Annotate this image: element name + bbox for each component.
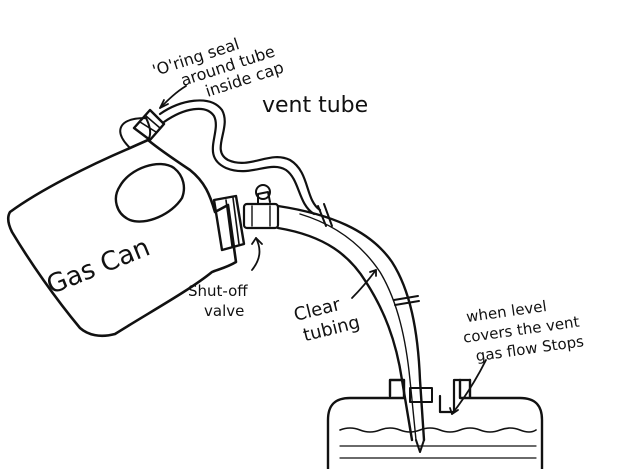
tube-tip [415, 439, 425, 453]
level-label: when level covers the vent gas flow Stop… [462, 297, 585, 365]
level-leader [451, 359, 487, 415]
clear-tube-top-edge [276, 204, 426, 442]
shutoff-arrowhead [251, 237, 263, 245]
shutoff-label-line1: Shut-off [188, 282, 248, 300]
gas-can-handle-hole [114, 162, 186, 223]
gas-can [6, 108, 246, 338]
vent-tube-label: vent tube [262, 93, 368, 118]
clear-tubing-leader [351, 269, 377, 299]
valve-body [242, 202, 280, 230]
receiving-tank [326, 378, 544, 469]
vent-tube-inner [162, 107, 316, 216]
tank-fuel-lines [339, 445, 537, 459]
valve-knob [255, 184, 271, 200]
vent-tube-outer [158, 99, 322, 212]
shutoff-leader [251, 237, 261, 271]
oring-leader [159, 85, 187, 109]
gas-can-spout [212, 194, 246, 252]
cap-ridges [139, 115, 161, 133]
tank-outline [326, 378, 544, 469]
vent-tube [158, 99, 322, 216]
tube-bottom-fitting [409, 387, 433, 403]
gas-can-label: Gas Can [42, 232, 154, 300]
clear-tube-vent-line [299, 213, 417, 441]
tube-clamp-2 [393, 295, 420, 306]
spout-ridges [225, 197, 240, 247]
gas-can-handle-top [119, 117, 152, 149]
gas-can-cap [132, 108, 166, 142]
clear-tubing-label: Clear tubing [292, 294, 362, 346]
shutoff-label-line2: valve [204, 302, 244, 320]
gas-can-body [6, 138, 238, 338]
oring-arrowhead [159, 99, 169, 109]
leader-lines [159, 85, 487, 415]
tank-fuel-surface [339, 427, 537, 433]
tube-clamp-1 [317, 203, 333, 227]
shutoff-valve [242, 184, 280, 230]
valve-ridges [251, 205, 271, 227]
clear-tubing-arrowhead [369, 269, 377, 277]
level-arrowhead [449, 407, 459, 415]
